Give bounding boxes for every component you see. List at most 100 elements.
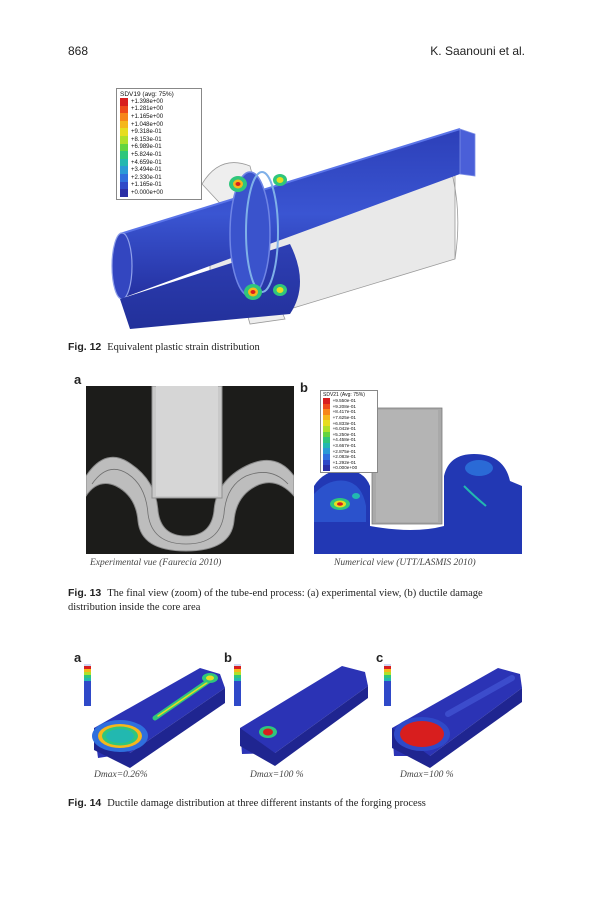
legend-swatch (323, 442, 330, 449)
legend-value: +1.165e-01 (131, 182, 162, 189)
legend-row: +3.494e-01 (120, 166, 198, 174)
legend-swatch (323, 459, 330, 466)
legend-swatch (120, 98, 128, 106)
legend-swatch (120, 181, 128, 190)
legend-row: +2.083e-01 (323, 453, 375, 460)
legend-swatch (323, 409, 330, 415)
legend-swatch (323, 453, 330, 460)
legend-row: +0.000e+00 (323, 465, 375, 471)
fig14-dmax-b: Dmax=100 % (250, 770, 304, 780)
fig14-panel-c-letter: c (376, 650, 384, 665)
fig12-tube-illustration (111, 128, 476, 329)
fig14-panel-a-letter: a (74, 650, 82, 665)
legend-swatch (323, 398, 330, 404)
legend-swatch (323, 414, 330, 421)
legend-swatch (120, 166, 128, 174)
legend-swatch (323, 437, 330, 443)
legend-swatch (120, 135, 128, 144)
fig13-panel-b-sim: SDV21 (Avg: 75%) +9.550e-01+9.208e-01+8.… (314, 386, 522, 554)
legend-swatch (120, 158, 128, 167)
fig13-legend: SDV21 (Avg: 75%) +9.550e-01+9.208e-01+8.… (320, 390, 378, 473)
fig14-caption: Fig. 14 Ductile damage distribution at th… (68, 796, 528, 811)
fig14-label: Fig. 14 (68, 797, 102, 809)
legend-swatch (120, 113, 128, 121)
fig13-caption-a: Experimental vue (Faurecia 2010) (90, 558, 222, 568)
legend-swatch (323, 431, 330, 438)
legend-swatch (120, 151, 128, 159)
fig13-panel-b-letter: b (300, 380, 308, 395)
legend-value: +8.153e-01 (131, 136, 162, 143)
strain-hotspot-top (229, 174, 287, 192)
legend-value: +6.833e-01 (332, 420, 356, 426)
legend-row: +5.250e-01 (323, 431, 375, 438)
legend-value: +6.042e-01 (332, 426, 356, 432)
legend-swatch (323, 425, 330, 432)
legend-row: +1.165e+00 (120, 113, 198, 121)
legend-row: +8.153e-01 (120, 135, 198, 144)
fig12-caption-text: Equivalent plastic strain distribution (107, 342, 260, 353)
page-number: 868 (68, 44, 89, 58)
legend-row: +6.042e-01 (323, 425, 375, 432)
legend-row: +9.318e-01 (120, 128, 198, 136)
legend-value: +9.550e-01 (332, 398, 356, 404)
legend-value: +2.083e-01 (332, 454, 356, 460)
legend-swatch (323, 465, 330, 471)
legend-row: +1.398e+00 (120, 98, 198, 106)
legend-value: +9.318e-01 (131, 129, 162, 136)
fig14-panel-c-part (384, 664, 522, 768)
fig12-image: SDV19 (avg: 75%) +1.398e+00+1.281e+00+1.… (110, 84, 530, 334)
legend-swatch (120, 143, 128, 152)
legend-swatch (323, 448, 330, 454)
legend-row: +2.875e-01 (323, 448, 375, 454)
legend-row: +6.989e-01 (120, 143, 198, 152)
legend-swatch (120, 173, 128, 182)
legend-value: +6.989e-01 (131, 144, 162, 151)
fig13-caption-text: The final view (zoom) of the tube-end pr… (68, 588, 483, 613)
legend-value: +5.824e-01 (131, 151, 162, 158)
legend-swatch (120, 128, 128, 136)
legend-value: +3.667e-01 (332, 443, 356, 449)
legend-row: +1.281e+00 (120, 105, 198, 114)
legend-row: +5.824e-01 (120, 151, 198, 159)
legend-row: +6.833e-01 (323, 420, 375, 426)
legend-row: +9.550e-01 (323, 398, 375, 404)
legend-value: +5.250e-01 (332, 431, 356, 437)
fig13-legend-title: SDV21 (Avg: 75%) (323, 392, 365, 398)
legend-value: +3.494e-01 (131, 167, 162, 174)
fig12-legend: SDV19 (avg: 75%) +1.398e+00+1.281e+00+1.… (116, 88, 202, 200)
legend-value: +1.292e-01 (332, 459, 356, 465)
legend-value: +7.625e-01 (332, 415, 356, 421)
legend-row: +1.292e-01 (323, 459, 375, 466)
legend-value: +1.048e+00 (131, 121, 164, 128)
fig14-panel-b-letter: b (224, 650, 232, 665)
fig13-caption-b: Numerical view (UTT/LASMIS 2010) (334, 558, 476, 568)
fig12-legend-title: SDV19 (avg: 75%) (120, 91, 174, 98)
legend-value: +2.330e-01 (131, 174, 162, 181)
legend-value: +4.659e-01 (131, 159, 162, 166)
fig13-experimental-photo (85, 385, 295, 554)
fig14-panel-b-part (234, 664, 368, 766)
legend-value: +1.165e+00 (131, 113, 164, 120)
legend-swatch (120, 189, 128, 197)
legend-row: +7.625e-01 (323, 414, 375, 421)
legend-value: +4.458e-01 (332, 437, 356, 443)
fig14-dmax-a: Dmax=0.26% (94, 770, 148, 780)
fig14-image: a Dmax=0.26% b Dmax=100 % c (70, 650, 530, 782)
fig13-panel-a-photo (85, 385, 295, 554)
legend-row: +1.048e+00 (120, 120, 198, 129)
legend-row: +0.000e+00 (120, 189, 198, 197)
strain-hotspot-bottom (244, 284, 287, 300)
running-header-authors: K. Saanouni et al. (430, 44, 525, 58)
fig13-panel-a-letter: a (74, 372, 82, 387)
legend-swatch (323, 420, 330, 426)
legend-row: +8.417e-01 (323, 409, 375, 415)
legend-swatch (323, 403, 330, 410)
legend-value: +9.208e-01 (332, 403, 356, 409)
legend-swatch (120, 120, 128, 129)
fig14-caption-text: Ductile damage distribution at three dif… (107, 798, 426, 809)
legend-value: +8.417e-01 (332, 409, 356, 415)
legend-value: +0.000e+00 (332, 465, 358, 471)
legend-value: +2.875e-01 (332, 448, 356, 454)
